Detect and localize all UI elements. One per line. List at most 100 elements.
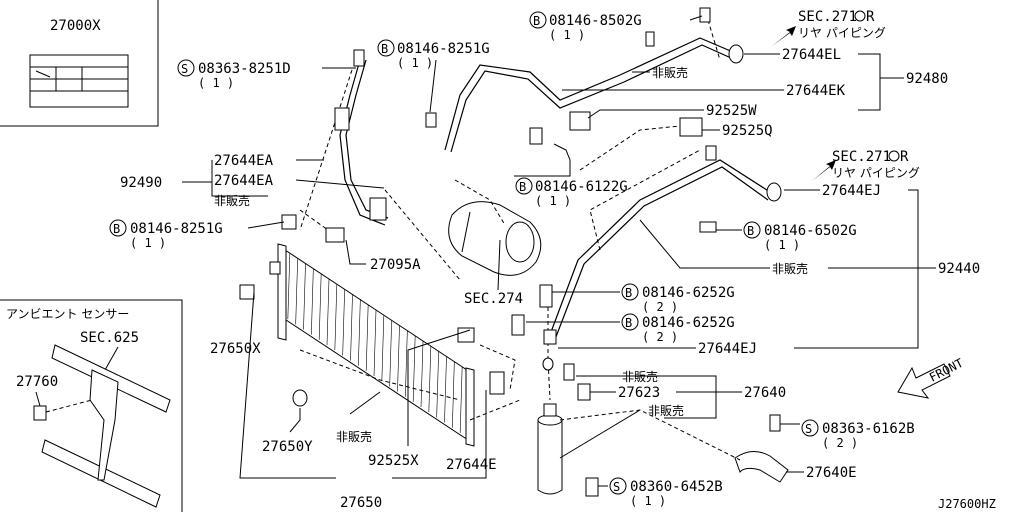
label-27623: 27623	[618, 385, 660, 401]
label-not-sold-bottom: 非販売	[336, 429, 372, 444]
pipe-92480-b	[450, 44, 741, 153]
svg-text:S: S	[613, 480, 620, 494]
marker-b-8251-top	[377, 39, 395, 57]
svg-text:( 2 ): ( 2 )	[822, 436, 858, 450]
front-label: FRONT	[927, 356, 966, 385]
label-not-sold-r2: 非販売	[648, 403, 684, 418]
pipe-92440-b	[553, 166, 769, 343]
grommet-27650Y	[292, 389, 308, 407]
svg-text:B: B	[113, 222, 120, 236]
condenser-fin	[318, 273, 322, 340]
condenser-inlet-fitting	[457, 327, 475, 343]
label-27650: 27650	[340, 495, 382, 511]
svg-text:( 1 ): ( 1 )	[764, 238, 800, 252]
bolt-6122	[529, 127, 543, 145]
condenser-fin	[350, 294, 353, 361]
sec625-label: SEC.625	[80, 330, 139, 346]
label-08146-6252G-1: 08146-6252G	[642, 285, 735, 301]
label-27644EJ-2: 27644EJ	[698, 341, 757, 357]
label-box-group: 27000X	[0, 0, 159, 127]
label-not-sold-mid: 非販売	[772, 261, 808, 276]
svg-text:B: B	[533, 14, 540, 28]
svg-text:B: B	[519, 180, 526, 194]
part-labels: 08363-8251D ( 1 ) 08146-8251G ( 1 ) 0814…	[120, 9, 996, 511]
condenser-fin	[373, 309, 377, 377]
bolt-27095A	[325, 227, 345, 243]
label-27650Y: 27650Y	[262, 439, 313, 455]
label-plate	[29, 54, 129, 108]
part-27000X: 27000X	[50, 18, 101, 34]
pipes	[339, 37, 771, 343]
bolt-8502	[699, 7, 711, 23]
diagram-code: J27600HZ	[938, 497, 996, 511]
label-92480: 92480	[906, 71, 948, 87]
bolt-top-left	[353, 49, 365, 67]
label-08360-6452B: 08360-6452B	[630, 479, 723, 495]
drier-bracket	[734, 451, 789, 483]
label-27644EL: 27644EL	[782, 47, 841, 63]
condenser-fin	[334, 284, 338, 351]
label-08146-8251G-top: 08146-8251G	[397, 41, 490, 57]
label-08146-6252G-2: 08146-6252G	[642, 315, 735, 331]
ambient-box-frame	[0, 299, 183, 512]
sensor-27623	[577, 383, 591, 401]
condenser-fin	[420, 340, 424, 408]
condenser-fin	[428, 346, 432, 413]
svg-text:( 1 ): ( 1 )	[630, 494, 666, 508]
nut-27650X	[239, 284, 255, 300]
bolt-6252-1	[539, 284, 553, 308]
condenser-fin	[459, 366, 463, 433]
arrow-rear-top	[772, 26, 796, 46]
markers: B B S B B B B B S S	[109, 11, 819, 495]
front-indicator: FRONT	[897, 356, 966, 399]
label-27095A: 27095A	[370, 257, 421, 273]
pipe-92490-b	[345, 59, 389, 219]
marker-b-6502	[743, 221, 761, 239]
svg-text:R: R	[900, 149, 909, 165]
svg-text:S: S	[181, 62, 188, 76]
compressor	[448, 201, 542, 276]
marker-s-6452	[609, 477, 627, 495]
label-08146-8502G: 08146-8502G	[549, 13, 642, 29]
hardware	[239, 7, 782, 497]
marker-b-8502	[529, 11, 547, 29]
sensor-bracket	[89, 369, 119, 481]
svg-text:R: R	[866, 9, 875, 25]
condenser-fin	[452, 361, 455, 428]
label-sec271-mid: SEC.271	[832, 149, 891, 165]
label-not-sold-top: 非販売	[652, 65, 688, 80]
condenser-fin	[311, 268, 314, 335]
marker-b-6252-2	[621, 313, 639, 331]
label-27644EJ-1: 27644EJ	[822, 183, 881, 199]
label-27644E: 27644E	[446, 457, 497, 473]
marker-b-8251-left	[109, 219, 127, 237]
condenser-fin	[342, 289, 345, 356]
svg-text:B: B	[747, 224, 754, 238]
label-92525Q: 92525Q	[722, 123, 773, 139]
condenser	[277, 243, 475, 447]
label-92525X: 92525X	[368, 453, 419, 469]
condenser-fin	[381, 315, 385, 382]
marker-b-6122	[515, 177, 533, 195]
label-sec274: SEC.274	[464, 291, 523, 307]
condenser-fin	[358, 299, 361, 366]
label-27644EA-1: 27644EA	[214, 153, 274, 169]
front-arrow	[897, 363, 951, 399]
bolt-6252-2	[511, 314, 525, 336]
label-27650X: 27650X	[210, 341, 261, 357]
label-92490: 92490	[120, 175, 162, 191]
svg-text:( 1 ): ( 1 )	[130, 236, 166, 250]
condenser-fin	[303, 263, 306, 330]
label-rear-piping-top: リヤ パイピング	[798, 26, 886, 40]
ambient-sensor-title: アンビエント センサー	[6, 307, 129, 321]
label-not-sold-left: 非販売	[214, 193, 250, 208]
label-08146-6502G: 08146-6502G	[764, 223, 857, 239]
bolt-6162	[769, 414, 781, 432]
marker-s-8363	[177, 59, 195, 77]
svg-text:( 1 ): ( 1 )	[397, 56, 433, 70]
condenser-fin	[444, 356, 447, 423]
label-rear-piping-mid: リヤ パイピング	[832, 166, 920, 180]
ambient-sensor	[33, 405, 47, 421]
